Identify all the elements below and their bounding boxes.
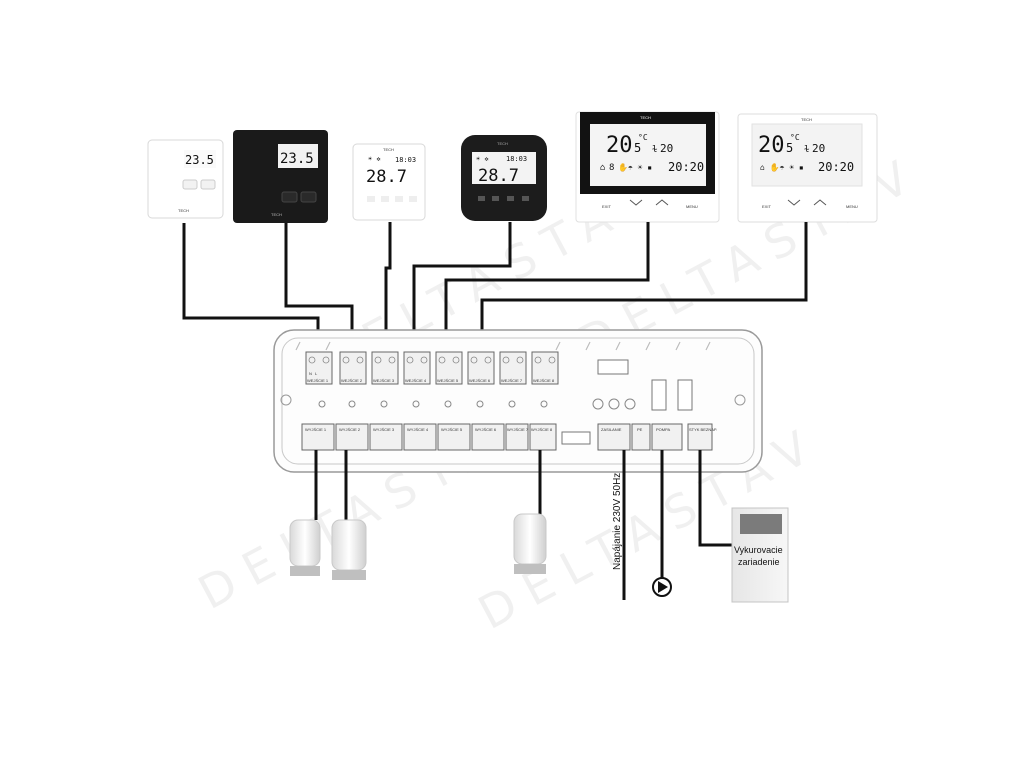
actuator-2 [331, 519, 367, 580]
pin-label: N [309, 371, 312, 376]
thermostat-5-setpoint: 20 [660, 142, 673, 155]
thermostat-5-brand: TECH [640, 115, 651, 120]
heating-device-label-line-1: Vykurovacie [734, 545, 783, 555]
thermostat-4: 18:03 28.7 ☀ ✲ TECH [461, 135, 547, 221]
thermostat-5-unit: °C [638, 133, 648, 142]
output-label: WYJŚCIE 8 [531, 427, 553, 432]
svg-text:ɫ: ɫ [804, 145, 810, 155]
output-label: WYJŚCIE 3 [373, 427, 395, 432]
thermostat-3: 18:03 28.7 ☀ ✲ TECH [352, 143, 426, 221]
thermostat-5-display: 20 [606, 133, 633, 158]
output-label: WYJŚCIE 6 [475, 427, 497, 432]
actuator-1 [289, 519, 321, 576]
thermostat-5-button-menu: MENU [686, 204, 698, 209]
output-label: WYJŚCIE 7 [507, 427, 529, 432]
thermostat-6-button-exit: EXIT [762, 204, 771, 209]
output-label: WYJŚCIE 1 [305, 427, 327, 432]
svg-text:ɫ: ɫ [652, 145, 658, 155]
svg-text:⌂ ✋☂ ☀ ▪: ⌂ ✋☂ ☀ ▪ [760, 162, 804, 172]
controller-board: WEJŚCIE 1 N L WEJŚCIE 2 WEJŚCIE 3 WEJŚCI… [273, 329, 763, 473]
input-label: WEJŚCIE 2 [341, 378, 363, 383]
output-label: WYJŚCIE 4 [407, 427, 429, 432]
output-label: WYJŚCIE 5 [441, 427, 463, 432]
thermostat-6-unit: °C [790, 133, 800, 142]
thermostat-3-brand: TECH [383, 147, 394, 152]
power-block-label: ZASILANIE [601, 427, 622, 432]
thermostat-5-decimal: 5 [634, 141, 641, 155]
heating-device: Vykurovacie zariadenie [731, 507, 789, 603]
pe-block-label: PE [637, 427, 643, 432]
thermostat-2: 23.5 TECH [233, 130, 328, 223]
thermostat-4-time: 18:03 [506, 155, 527, 163]
thermostat-4-display: 28.7 [478, 166, 519, 186]
output-wires [314, 450, 732, 600]
svg-text:☀ ✲: ☀ ✲ [368, 155, 381, 163]
thermostat-1-display: 23.5 [185, 153, 214, 167]
thermostat-1-brand: TECH [178, 208, 189, 213]
input-label: WEJŚCIE 7 [501, 378, 523, 383]
pin-label: L [315, 371, 318, 376]
input-label: WEJŚCIE 5 [437, 378, 459, 383]
svg-text:☀ ✲: ☀ ✲ [476, 155, 489, 163]
thermostat-1: 23.5 TECH [147, 139, 224, 219]
thermostat-6-display: 20 [758, 133, 785, 158]
output-terminals: WYJŚCIE 1 WYJŚCIE 2 WYJŚCIE 3 WYJŚCIE 4 … [301, 423, 717, 451]
svg-text:⌂: ⌂ [600, 163, 605, 173]
thermostat-2-display: 23.5 [280, 151, 314, 167]
thermostat-5: TECH 20 5 °C ɫ 20 ⌂ 8 ✋☂ ☀ ▪ 20:20 EXIT … [575, 111, 720, 223]
input-label: WEJŚCIE 6 [469, 378, 491, 383]
thermostat-6-button-menu: MENU [846, 204, 858, 209]
input-label: WEJŚCIE 3 [373, 378, 395, 383]
input-label: WEJŚCIE 4 [405, 378, 427, 383]
thermostat-6-time: 20:20 [818, 160, 854, 174]
input-label: WEJŚCIE 1 [307, 378, 329, 383]
thermostat-3-time: 18:03 [395, 156, 416, 164]
thermostat-4-brand: TECH [497, 141, 508, 146]
svg-text:✋☂ ☀ ▪: ✋☂ ☀ ▪ [618, 162, 652, 172]
boiler-block-label: STYK BEZNAP. [689, 427, 717, 432]
output-label: WYJŚCIE 2 [339, 427, 361, 432]
actuator-3 [513, 513, 547, 574]
pump-icon [652, 577, 672, 597]
thermostat-5-time: 20:20 [668, 160, 704, 174]
thermostat-5-day: 8 [609, 163, 614, 173]
thermostat-6-decimal: 5 [786, 141, 793, 155]
power-label: Napájanie 230V 50Hz [612, 473, 623, 570]
pump-block-label: POMPA [656, 427, 670, 432]
heating-device-label-line-2: zariadenie [738, 557, 780, 567]
thermostat-2-brand: TECH [271, 212, 282, 217]
thermostat-6: TECH 20 5 °C ɫ 20 ⌂ ✋☂ ☀ ▪ 20:20 EXIT ME… [737, 113, 878, 223]
thermostat-3-display: 28.7 [366, 167, 407, 187]
thermostat-6-setpoint: 20 [812, 142, 825, 155]
input-label: WEJŚCIE 8 [533, 378, 555, 383]
thermostat-6-brand: TECH [801, 117, 812, 122]
thermostat-5-button-exit: EXIT [602, 204, 611, 209]
